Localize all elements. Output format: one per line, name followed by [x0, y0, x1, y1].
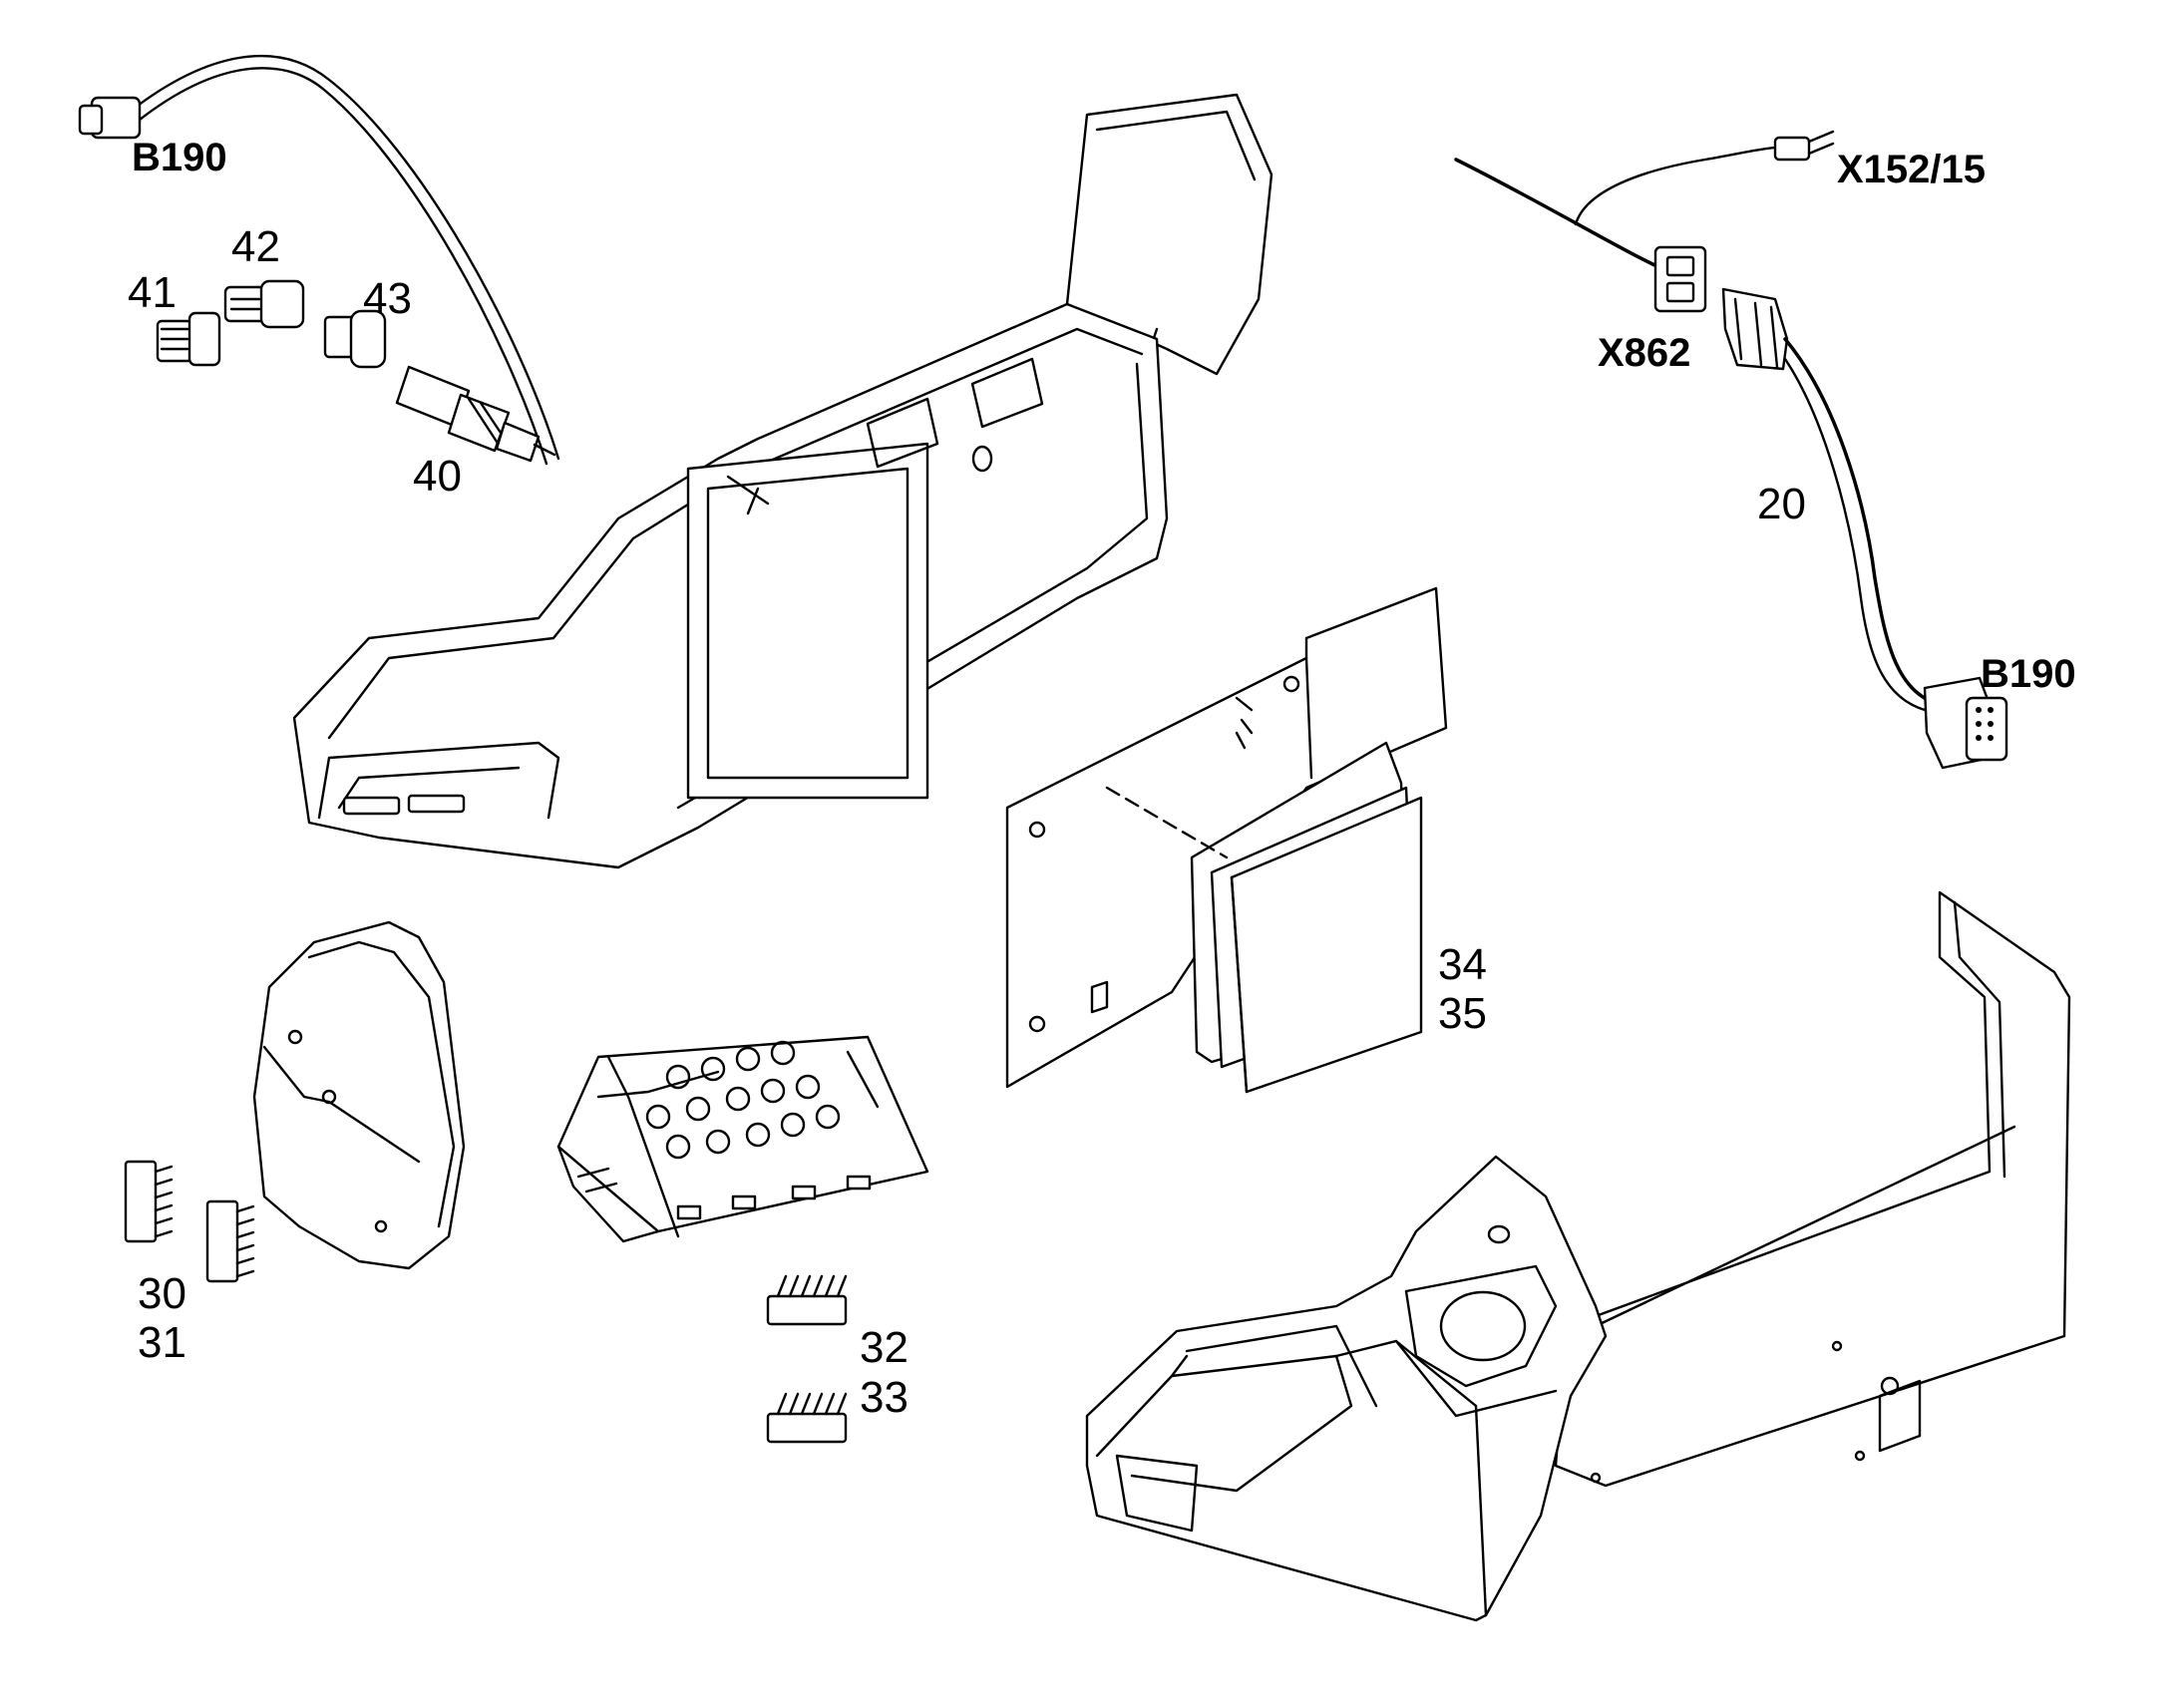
side-cover — [252, 920, 466, 1270]
sensor-b190-cable — [78, 54, 560, 466]
keypad-module — [556, 1035, 929, 1243]
connector-31 — [205, 1199, 255, 1283]
connector-32 — [766, 1274, 848, 1326]
connector-30 — [124, 1160, 174, 1243]
label-32: 32 — [860, 1323, 908, 1372]
label-41: 41 — [128, 268, 177, 317]
control-module-34-35 — [1105, 696, 1423, 1094]
sensor-40 — [395, 365, 556, 463]
label-x862: X862 — [1598, 331, 1691, 375]
label-b190-right: B190 — [1981, 652, 2076, 696]
label-40: 40 — [413, 452, 462, 501]
dashboard-panel — [292, 93, 1273, 869]
label-35: 35 — [1438, 989, 1487, 1038]
label-x152-15: X152/15 — [1837, 148, 1987, 191]
label-42: 42 — [231, 222, 280, 271]
connector-33 — [766, 1392, 848, 1444]
label-43: 43 — [363, 274, 412, 323]
fitting-41 — [156, 311, 221, 367]
label-20: 20 — [1757, 480, 1806, 528]
fitting-42 — [223, 279, 305, 329]
label-30: 30 — [138, 1269, 186, 1318]
keypad-buttons — [645, 1040, 841, 1160]
fitting-43 — [323, 309, 387, 369]
label-33: 33 — [860, 1373, 908, 1422]
label-34: 34 — [1438, 940, 1487, 989]
label-b190-top: B190 — [132, 136, 227, 179]
label-31: 31 — [138, 1318, 186, 1367]
lower-console — [1085, 890, 2071, 1622]
harness-20 — [1454, 130, 2008, 770]
